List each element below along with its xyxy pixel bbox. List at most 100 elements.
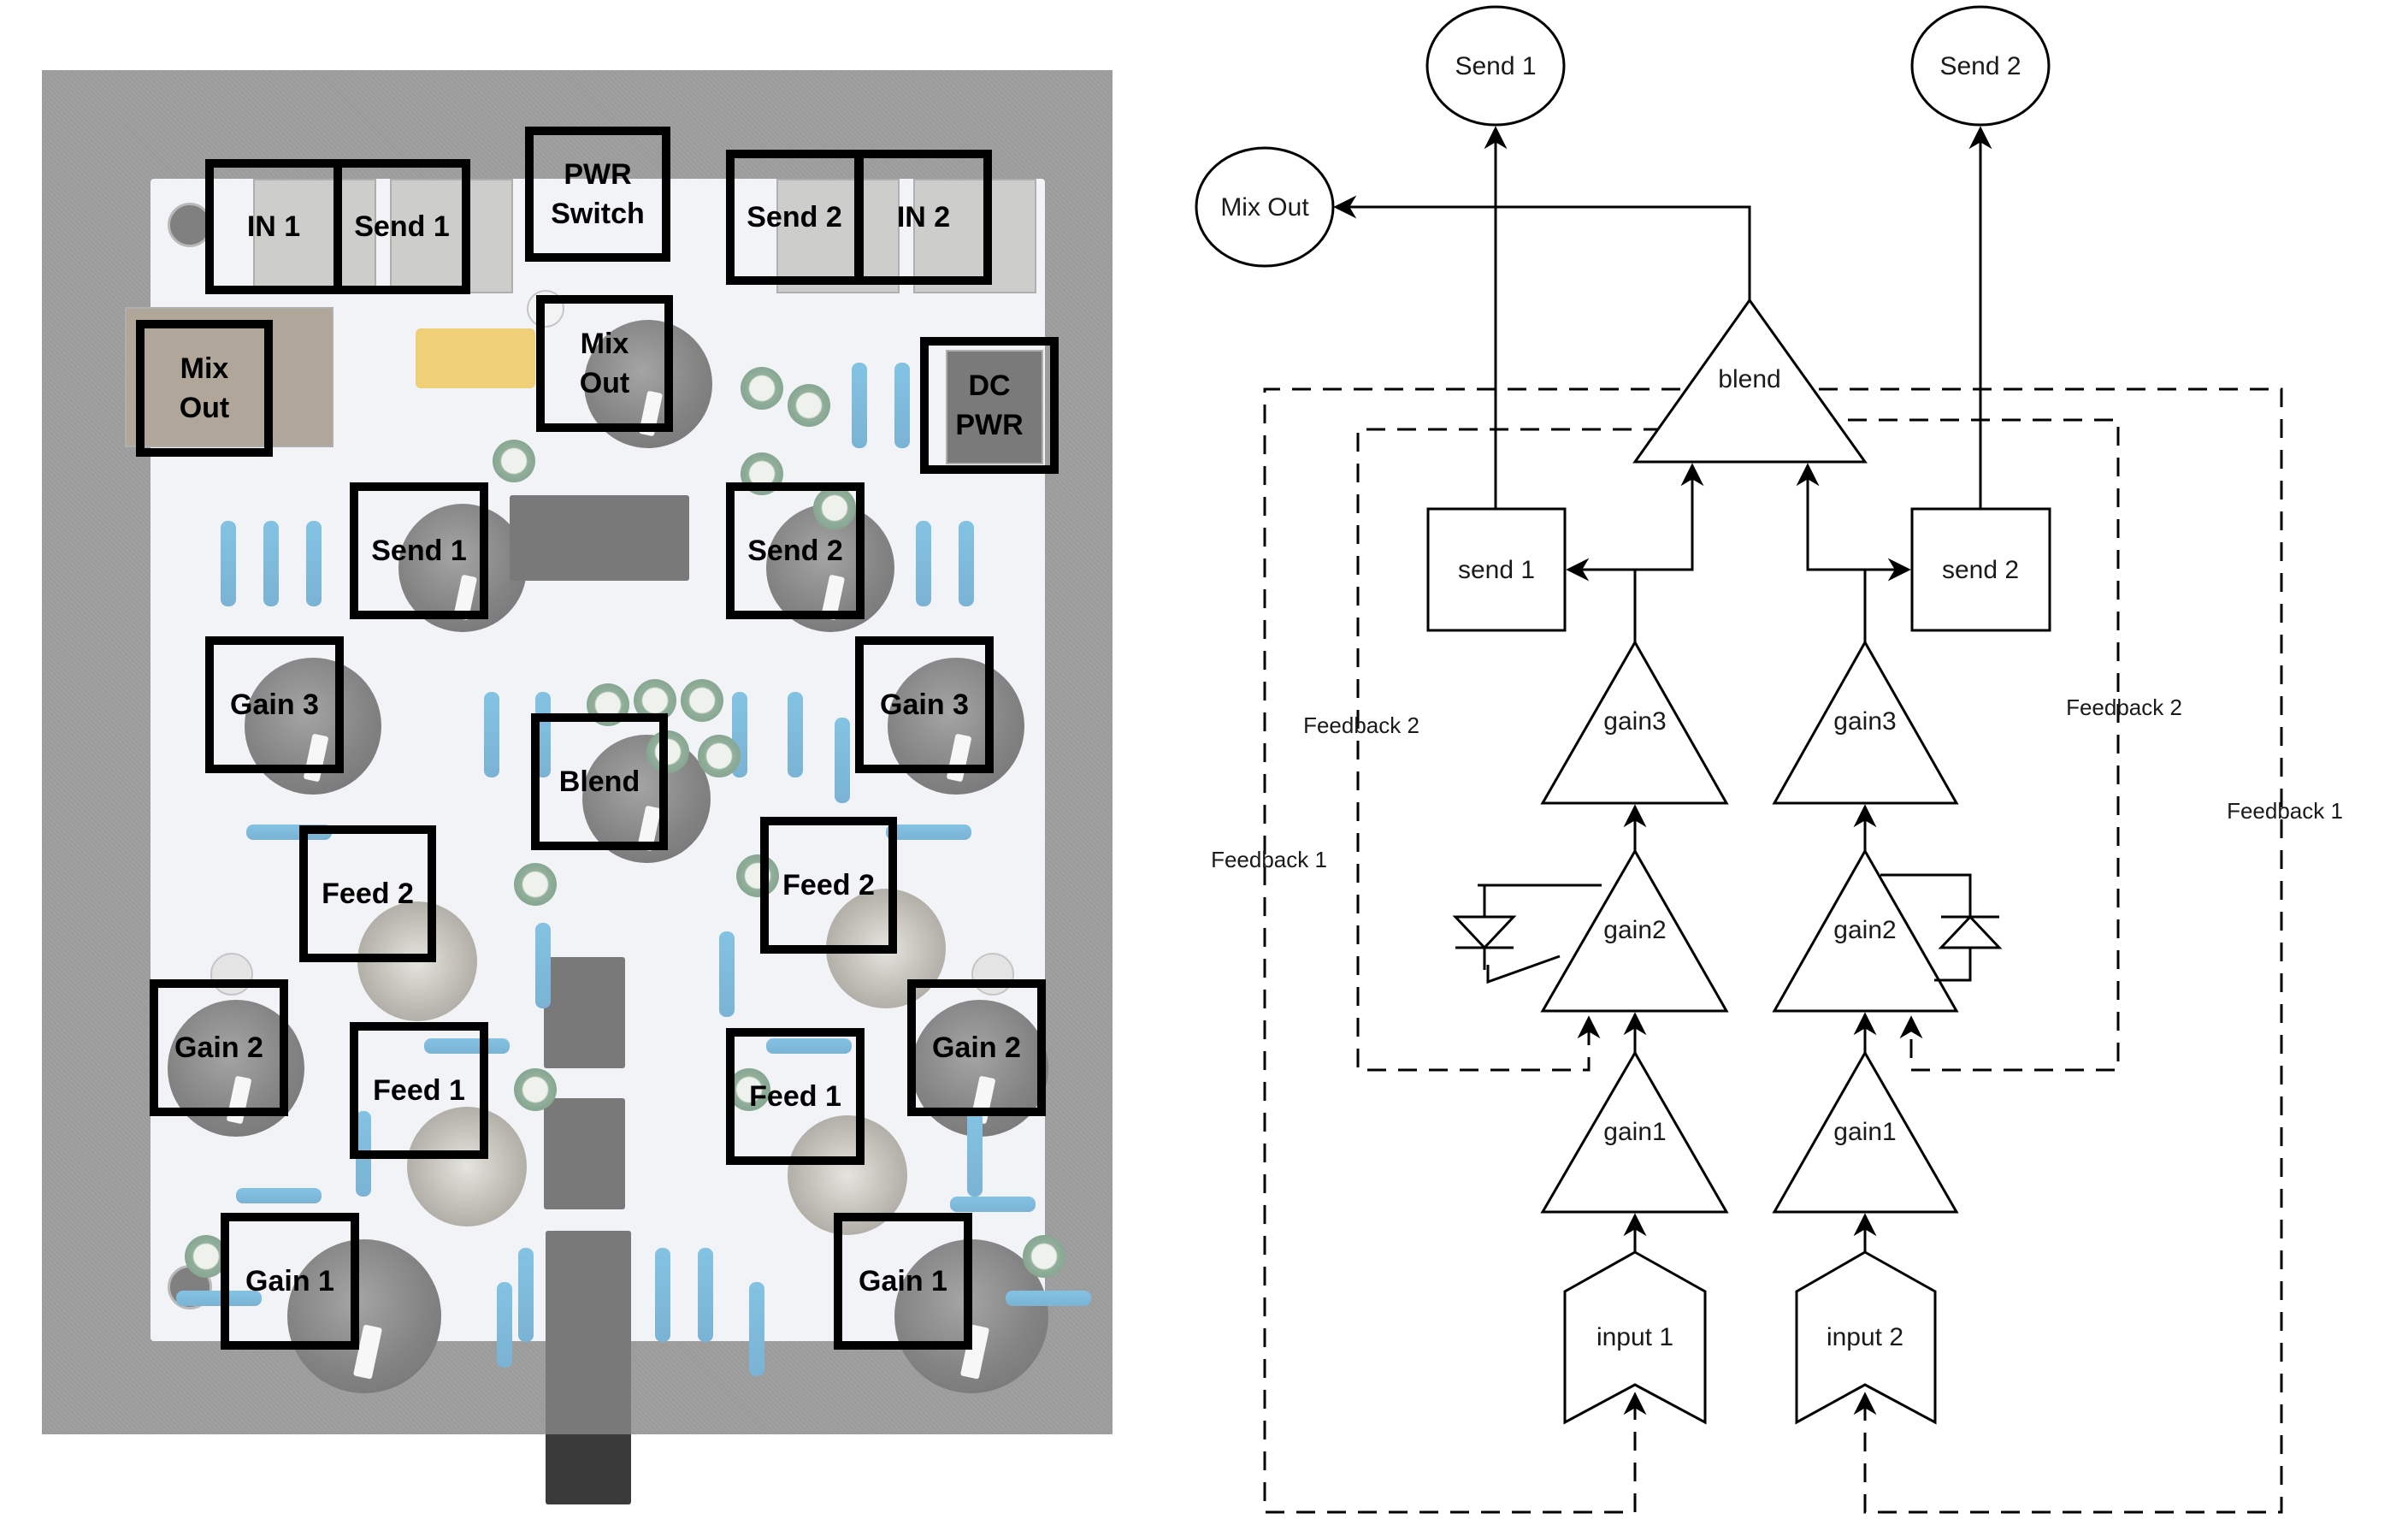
- ch1-gain3-to-blend-wire: [1635, 463, 1704, 571]
- label-text: Send 1: [354, 210, 450, 243]
- capacitor: [681, 679, 723, 722]
- capacitor: [514, 863, 557, 906]
- label-send1-knob: Send 1: [350, 482, 488, 619]
- label-gain2-left: Gain 2: [150, 979, 288, 1116]
- ic-chip: [544, 1098, 625, 1209]
- resistor: [967, 1111, 983, 1197]
- resistor: [894, 363, 910, 448]
- resistor: [535, 923, 551, 1008]
- capacitor: [813, 487, 856, 529]
- ic-chip: [510, 495, 689, 581]
- resistor: [263, 521, 279, 606]
- send1-output-label: Send 1: [1455, 52, 1536, 80]
- resistor: [484, 692, 499, 777]
- label-text: Feed 1: [749, 1080, 841, 1113]
- capacitor: [741, 367, 783, 410]
- label-dc-pwr: DC PWR: [920, 337, 1059, 474]
- ch2-gain3-amp: [1772, 639, 1959, 805]
- resistor: [835, 718, 850, 803]
- capacitor: [493, 440, 535, 482]
- label-text: Send 1: [371, 535, 467, 567]
- label-text: Blend: [558, 765, 640, 798]
- input1-block: [1563, 1250, 1707, 1425]
- ch1-gain1-label: gain1: [1603, 1118, 1666, 1146]
- resistor: [950, 1197, 1036, 1212]
- capacitor: [646, 730, 689, 773]
- clip-led: [971, 953, 1014, 996]
- ch2-clip-diode-icon: [1880, 873, 2003, 982]
- resistor: [719, 931, 735, 1017]
- input1-label: input 1: [1596, 1323, 1673, 1351]
- label-text: DC PWR: [955, 369, 1024, 441]
- label-blend: Blend: [531, 713, 668, 850]
- feedback2-left-label: Feedback 2: [1303, 712, 1419, 738]
- resistor: [424, 1038, 510, 1054]
- ch2-gain1-amp: [1772, 1049, 1959, 1214]
- capacitor: [728, 1068, 770, 1111]
- label-text: Gain 1: [859, 1265, 947, 1297]
- label-text: Mix Out: [179, 352, 230, 424]
- feedback2-loop-left: [1356, 428, 1693, 1072]
- ch1-gain3-amp: [1540, 639, 1729, 805]
- label-text: Gain 1: [245, 1265, 334, 1297]
- resistor: [749, 1282, 764, 1376]
- label-feed1-right: Feed 1: [726, 1028, 865, 1165]
- send1-block: [1426, 507, 1567, 632]
- label-mix-out-knob: Mix Out: [536, 295, 673, 432]
- label-text: Feed 2: [782, 869, 875, 901]
- feedback1-left-label: Feedback 1: [1211, 847, 1327, 872]
- label-gain2-right: Gain 2: [907, 979, 1046, 1116]
- send2-jack-body: [776, 179, 900, 293]
- mix-out-jack-body: [125, 307, 333, 447]
- label-gain1-left: Gain 1: [221, 1213, 359, 1350]
- ch1-gain2-label: gain2: [1603, 916, 1666, 944]
- label-text: PWR Switch: [551, 158, 645, 230]
- capacitor: [736, 854, 779, 897]
- resistor: [1006, 1291, 1091, 1306]
- input2-block: [1795, 1250, 1937, 1425]
- resistor: [886, 825, 971, 840]
- ch2-gain3-to-blend-wire: [1796, 463, 1865, 571]
- ch1-clip-diode-icon: [1452, 884, 1602, 984]
- label-text: Mix Out: [579, 328, 630, 399]
- send1-block-label: send 1: [1458, 556, 1535, 584]
- feedback2-right-label: Feedback 2: [2066, 694, 2182, 720]
- yellow-capacitor: [416, 328, 535, 388]
- blend-amp: [1632, 298, 1868, 464]
- feed1-left-toggle: [407, 1107, 527, 1226]
- resistor: [698, 1248, 713, 1342]
- label-gain3-right: Gain 3: [855, 636, 994, 773]
- resistor: [916, 521, 931, 606]
- ch1-gain3-to-send1-wire: [1566, 558, 1637, 642]
- capacitor: [514, 1068, 557, 1111]
- blend-label: blend: [1718, 365, 1780, 393]
- resistor: [306, 521, 322, 606]
- label-text: Gain 2: [932, 1031, 1021, 1064]
- label-feed2-right: Feed 2: [760, 817, 897, 954]
- send2-output-node: [1910, 5, 2051, 127]
- feedback2-loop-right: [1817, 418, 2120, 1072]
- mix-out-node: [1195, 146, 1335, 268]
- resistor: [221, 521, 236, 606]
- label-in2: IN 2: [855, 150, 992, 285]
- label-mix-out-jack: Mix Out: [136, 320, 273, 457]
- label-text: Send 2: [747, 201, 842, 233]
- in2-jack-body: [913, 179, 1036, 293]
- input2-label: input 2: [1827, 1323, 1903, 1351]
- send1-output-node: [1425, 5, 1566, 127]
- feedback1-loop-left: [1263, 387, 1711, 1514]
- ch2-gain1-label: gain1: [1833, 1118, 1896, 1146]
- capacitor: [1023, 1235, 1065, 1278]
- capacitor: [698, 735, 741, 777]
- label-gain1-right: Gain 1: [834, 1213, 972, 1350]
- ch2-gain3-to-send2-wire: [1863, 558, 1911, 642]
- feedback1-loop-right: [1788, 387, 2283, 1514]
- dc-pwr-jack-body: [946, 350, 1043, 464]
- label-feed1-left: Feed 1: [350, 1022, 488, 1159]
- resistor: [655, 1248, 670, 1342]
- resistor: [236, 1188, 322, 1203]
- resistor: [176, 1291, 262, 1306]
- send2-block-label: send 2: [1942, 556, 2019, 584]
- label-text: Gain 3: [880, 689, 969, 721]
